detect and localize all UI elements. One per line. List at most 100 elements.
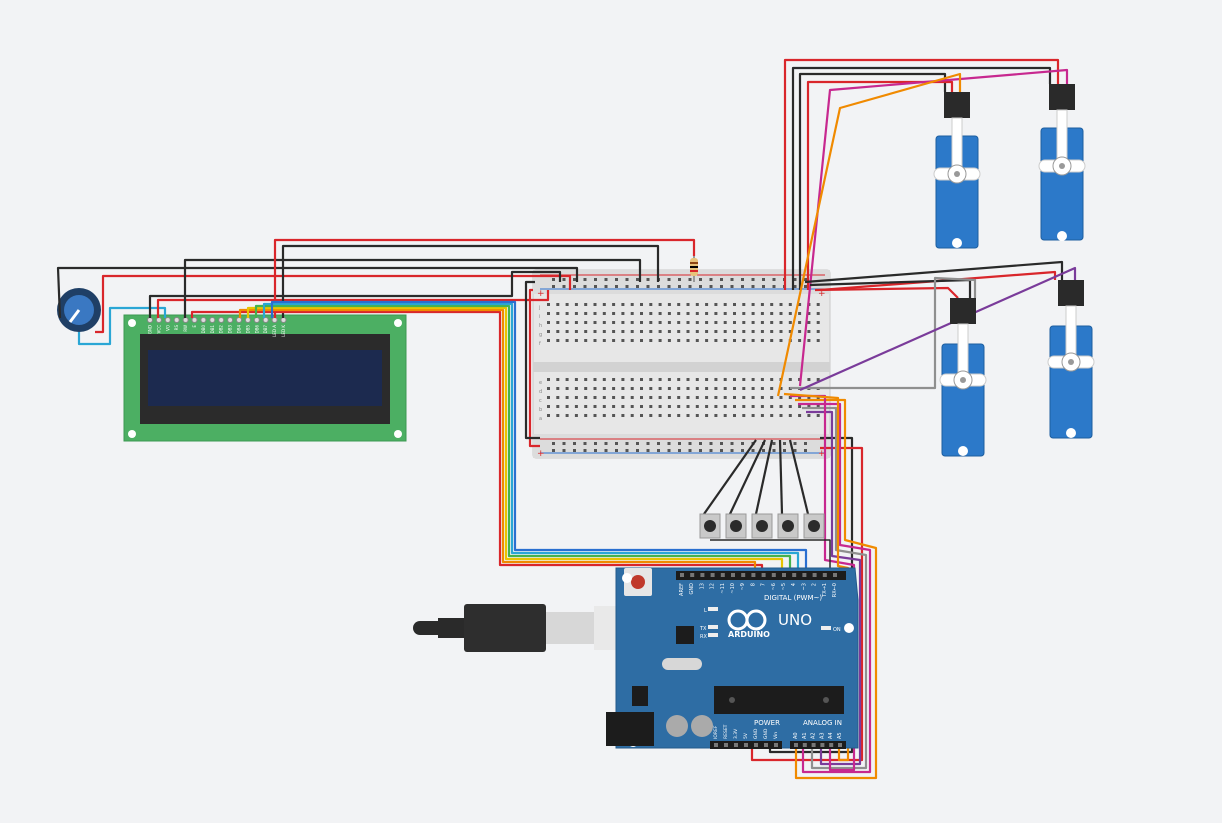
breadboard-hole[interactable] [621,405,625,408]
breadboard-hole[interactable] [779,405,783,408]
breadboard-hole[interactable] [602,378,606,381]
wire-servo3-sig[interactable] [790,276,977,390]
breadboard-hole[interactable] [807,321,811,324]
digital-pin[interactable] [771,573,776,577]
breadboard-hole[interactable] [658,396,662,399]
breadboard-hole[interactable] [807,396,811,399]
breadboard-hole[interactable] [602,321,606,324]
breadboard-hole[interactable] [733,387,736,390]
breadboard-hole[interactable] [705,321,709,324]
rail-hole[interactable] [730,442,734,445]
wire-analog-a1[interactable] [798,402,872,774]
breadboard-hole[interactable] [779,396,783,399]
rail-hole[interactable] [552,442,555,445]
rail-hole[interactable] [583,442,587,445]
breadboard-hole[interactable] [779,303,783,306]
breadboard-hole[interactable] [798,405,802,408]
breadboard-hole[interactable] [649,387,653,390]
rail-hole[interactable] [751,278,755,281]
breadboard-hole[interactable] [723,321,727,324]
breadboard-hole[interactable] [640,405,643,408]
breadboard-hole[interactable] [788,321,792,324]
breadboard-hole[interactable] [593,396,597,399]
breadboard-hole[interactable] [621,339,625,342]
lcd-pin[interactable] [262,317,269,323]
rail-hole[interactable] [636,442,639,445]
breadboard-hole[interactable] [667,378,671,381]
rail-hole[interactable] [646,449,650,452]
breadboard-hole[interactable] [667,405,671,408]
breadboard-hole[interactable] [751,339,755,342]
rail-hole[interactable] [699,442,702,445]
wire-servo3-vcc[interactable] [814,286,959,299]
breadboard-hole[interactable] [723,396,727,399]
breadboard-hole[interactable] [723,330,727,333]
breadboard-hole[interactable] [695,396,699,399]
breadboard-hole[interactable] [760,387,764,390]
breadboard-hole[interactable] [612,405,616,408]
rail-hole[interactable] [636,449,639,452]
breadboard-hole[interactable] [779,387,783,390]
wire-pot-gnd[interactable] [56,266,579,319]
lcd-pin[interactable] [191,317,198,323]
breadboard-hole[interactable] [788,378,792,381]
breadboard-hole[interactable] [770,312,774,315]
breadboard-hole[interactable] [742,321,746,324]
rail-hole[interactable] [615,449,618,452]
rail-hole[interactable] [552,285,555,288]
breadboard-hole[interactable] [779,414,783,417]
breadboard-hole[interactable] [751,312,755,315]
breadboard-hole[interactable] [695,321,699,324]
breadboard-hole[interactable] [630,330,634,333]
breadboard-hole[interactable] [816,339,820,342]
breadboard-hole[interactable] [556,387,560,390]
digital-pin[interactable] [720,573,725,577]
breadboard-hole[interactable] [677,330,681,333]
digital-pin[interactable] [792,573,797,577]
breadboard-hole[interactable] [612,330,616,333]
lcd-pin[interactable] [236,317,242,323]
rail-hole[interactable] [720,278,723,281]
rail-hole[interactable] [562,442,566,445]
rail-hole[interactable] [573,285,576,288]
wire-lcd-rs[interactable] [190,310,764,574]
breadboard-hole[interactable] [714,339,718,342]
breadboard-hole[interactable] [556,339,560,342]
lcd-pin[interactable] [253,317,260,323]
breadboard-hole[interactable] [770,339,774,342]
breadboard-hole[interactable] [798,312,802,315]
breadboard-hole[interactable] [602,405,606,408]
breadboard-hole[interactable] [751,387,755,390]
rail-hole[interactable] [709,442,713,445]
rail-hole[interactable] [625,449,629,452]
breadboard-hole[interactable] [602,339,606,342]
rail-hole[interactable] [751,449,755,452]
breadboard-hole[interactable] [695,303,699,306]
rail-hole[interactable] [667,442,671,445]
breadboard-hole[interactable] [770,396,774,399]
breadboard-hole[interactable] [565,339,569,342]
breadboard-hole[interactable] [556,405,560,408]
breadboard-hole[interactable] [686,387,690,390]
breadboard-hole[interactable] [788,405,792,408]
digital-pin[interactable] [731,573,735,577]
lcd-pin[interactable] [218,317,225,323]
rail-hole[interactable] [667,278,671,281]
breadboard-hole[interactable] [612,414,616,417]
breadboard-hole[interactable] [593,405,597,408]
breadboard-hole[interactable] [788,303,792,306]
breadboard-hole[interactable] [807,414,811,417]
lcd-pin[interactable] [147,317,153,323]
breadboard-hole[interactable] [751,321,755,324]
breadboard-hole[interactable] [593,414,597,417]
digital-pin[interactable] [741,573,746,577]
breadboard-hole[interactable] [742,330,746,333]
breadboard-hole[interactable] [733,321,736,324]
pushbutton-4[interactable] [777,513,799,539]
breadboard-hole[interactable] [556,414,560,417]
breadboard-hole[interactable] [695,330,699,333]
breadboard-hole[interactable] [723,387,727,390]
breadboard-hole[interactable] [705,312,709,315]
breadboard-hole[interactable] [630,414,634,417]
